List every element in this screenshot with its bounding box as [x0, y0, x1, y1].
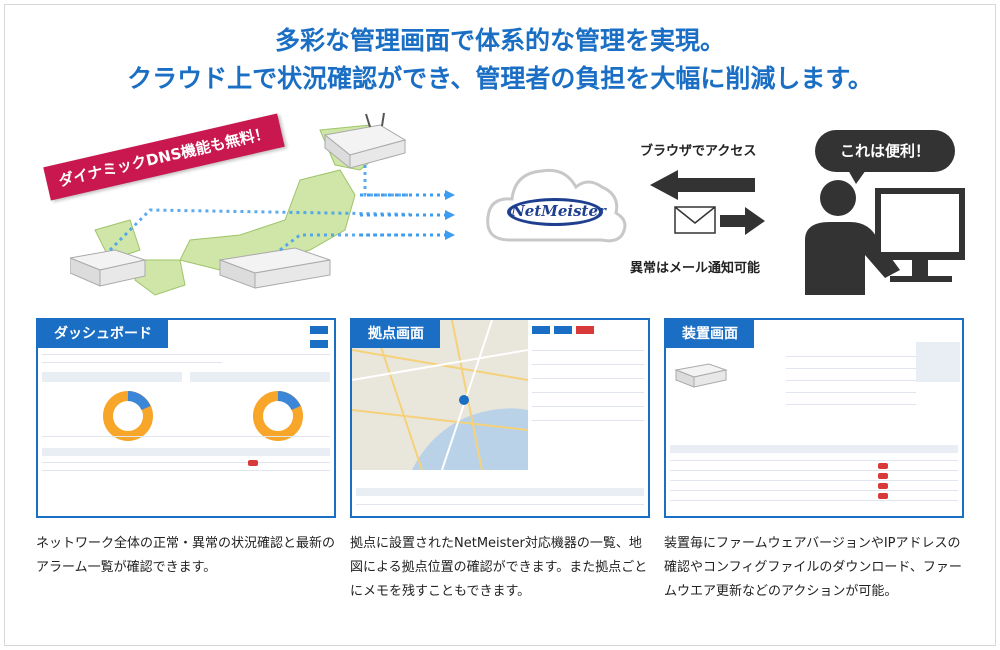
speech-bubble: これは便利！	[815, 130, 955, 172]
netmeister-logo: NetMeister	[511, 202, 606, 220]
admin-person-icon	[805, 180, 965, 295]
device-panel: 装置画面	[664, 318, 964, 518]
dashboard-description: ネットワーク全体の正常・異常の状況確認と最新のアラーム一覧が確認できます。	[36, 536, 336, 575]
japan-map-illustration	[70, 112, 410, 296]
site-tab: 拠点画面	[352, 320, 440, 348]
device-description: 装置毎にファームウェアバージョンやIPアドレスの確認やコンフィグファイルのダウン…	[664, 536, 962, 599]
device-tab: 装置画面	[666, 320, 754, 348]
site-panel	[350, 318, 650, 518]
mail-notification-label: 異常はメール通知可能	[630, 261, 761, 276]
device-thumbnail-icon	[674, 363, 728, 388]
access-arrows-icon	[650, 170, 765, 235]
switch-icon	[218, 247, 331, 289]
router-top-icon	[323, 112, 407, 170]
dashboard-tab: ダッシュボード	[38, 320, 168, 348]
headline: 多彩な管理画面で体系的な管理を実現。 クラウド上で状況確認ができ、管理者の負担を…	[0, 22, 1000, 98]
illustration	[0, 110, 1000, 305]
headline-line1: 多彩な管理画面で体系的な管理を実現。	[274, 26, 725, 55]
router-left-icon	[70, 249, 147, 287]
speech-bubble-tail	[848, 170, 866, 184]
mini-button	[310, 340, 328, 348]
dashboard-panel: ダッシュボード	[36, 318, 336, 518]
connection-arrows-icon	[360, 190, 455, 240]
headline-line2: クラウド上で状況確認ができ、管理者の負担を大幅に削減します。	[127, 64, 873, 93]
mini-button	[310, 326, 328, 334]
browser-access-label: ブラウザでアクセス	[640, 144, 757, 159]
cloud-icon	[486, 168, 627, 243]
site-description: 拠点に設置されたNetMeister対応機器の一覧、地図による拠点位置の確認がで…	[350, 536, 648, 599]
